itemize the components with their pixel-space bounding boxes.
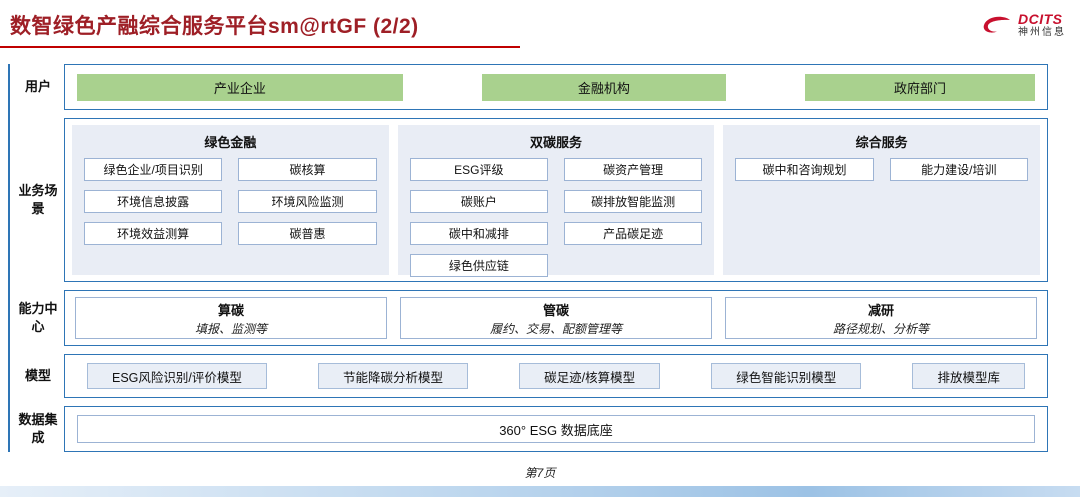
row-label-capabilities: 能力中心 [18, 301, 58, 334]
page-title: 数智绿色产融综合服务平台sm@rtGF (2/2) [10, 15, 419, 38]
user-group-government: 政府部门 [805, 73, 1035, 101]
capability-desc: 填报、监测等 [194, 321, 267, 336]
capability-desc: 路径规划、分析等 [832, 321, 929, 336]
model-item: ESG风险识别/评价模型 [87, 363, 267, 389]
capability-calc-carbon: 算碳 填报、监测等 [75, 297, 387, 339]
scenario-item: 绿色供应链 [409, 254, 548, 277]
title-underline [0, 46, 520, 48]
scenario-item: 能力建设/培训 [889, 158, 1029, 181]
scenario-item: 绿色企业/项目识别 [84, 158, 223, 181]
row-models: 模型 ESG风险识别/评价模型 节能降碳分析模型 碳足迹/核算模型 绿色智能识别… [12, 354, 1048, 398]
scenario-grid: ESG评级 碳资产管理 碳账户 碳排放智能监测 碳中和减排 产品碳足迹 绿色供应… [409, 158, 703, 277]
data-base-item: 360° ESG 数据底座 [77, 415, 1035, 443]
user-group-industry: 产业企业 [77, 73, 403, 101]
scenario-item: 碳中和减排 [409, 222, 548, 245]
model-item: 绿色智能识别模型 [711, 363, 862, 389]
logo-swoosh-icon [983, 16, 1010, 33]
row-label-models: 模型 [24, 368, 51, 384]
logo-text-block: DCITS 神州信息 [1018, 11, 1066, 39]
capabilities-container: 算碳 填报、监测等 管碳 履约、交易、配额管理等 减研 路径规划、分析等 [64, 290, 1048, 346]
scenario-item: 碳核算 [238, 158, 377, 181]
users-container: 产业企业 金融机构 政府部门 [64, 64, 1048, 110]
scenario-item: 碳资产管理 [564, 158, 703, 181]
model-item: 碳足迹/核算模型 [519, 363, 661, 389]
capability-title: 算碳 [217, 302, 244, 318]
page-number: 第7页 [524, 466, 556, 480]
row-users: 用户 产业企业 金融机构 政府部门 [12, 64, 1048, 110]
scenario-column-green-finance: 绿色金融 绿色企业/项目识别 碳核算 环境信息披露 环境风险监测 环境效益测算 … [72, 125, 389, 275]
scenario-column-title: 绿色金融 [204, 135, 257, 150]
logo-brand-text: DCITS [1018, 11, 1063, 27]
capability-title: 管碳 [542, 302, 569, 318]
capability-manage-carbon: 管碳 履约、交易、配额管理等 [400, 297, 712, 339]
logo-sub-text: 神州信息 [1018, 27, 1066, 39]
capability-desc: 履约、交易、配额管理等 [489, 321, 622, 336]
row-label-scenarios: 业务场景 [18, 183, 58, 216]
row-capabilities: 能力中心 算碳 填报、监测等 管碳 履约、交易、配额管理等 减研 路径规划、分析… [12, 290, 1048, 346]
scenario-item: 环境信息披露 [84, 190, 223, 213]
scenarios-container: 绿色金融 绿色企业/项目识别 碳核算 环境信息披露 环境风险监测 环境效益测算 … [64, 118, 1048, 282]
user-group-finance: 金融机构 [481, 73, 727, 101]
brand-logo: DCITS 神州信息 [979, 11, 1066, 39]
bottom-gradient-bar [0, 486, 1080, 497]
scenario-item: 环境效益测算 [84, 222, 223, 245]
scenario-grid: 碳中和咨询规划 能力建设/培训 [735, 158, 1029, 181]
capability-reduce-research: 减研 路径规划、分析等 [725, 297, 1037, 339]
row-label-data-integration: 数据集成 [18, 412, 58, 445]
scenario-item: 碳中和咨询规划 [735, 158, 874, 181]
capability-title: 减研 [867, 302, 894, 318]
scenario-column-title: 综合服务 [855, 135, 908, 150]
model-item: 节能降碳分析模型 [318, 363, 469, 389]
scenario-grid: 绿色企业/项目识别 碳核算 环境信息披露 环境风险监测 环境效益测算 碳普惠 [84, 158, 377, 245]
scenario-item: 碳普惠 [238, 222, 377, 245]
model-item: 排放模型库 [912, 363, 1025, 389]
row-label-users: 用户 [24, 79, 51, 95]
row-scenarios: 业务场景 绿色金融 绿色企业/项目识别 碳核算 环境信息披露 环境风险监测 环境… [12, 118, 1048, 282]
row-data-integration: 数据集成 360° ESG 数据底座 [12, 406, 1048, 452]
scenario-item: 碳排放智能监测 [564, 190, 703, 213]
scenario-item: 环境风险监测 [238, 190, 377, 213]
scenario-column-dual-carbon: 双碳服务 ESG评级 碳资产管理 碳账户 碳排放智能监测 碳中和减排 产品碳足迹… [397, 125, 715, 277]
scenario-column-title: 双碳服务 [530, 135, 583, 150]
scenario-column-comprehensive: 综合服务 碳中和咨询规划 能力建设/培训 [723, 125, 1041, 275]
models-container: ESG风险识别/评价模型 节能降碳分析模型 碳足迹/核算模型 绿色智能识别模型 … [64, 354, 1048, 398]
scenario-item: ESG评级 [409, 158, 548, 181]
scenario-item: 产品碳足迹 [564, 222, 703, 245]
architecture-diagram: 用户 产业企业 金融机构 政府部门 业务场景 绿色金融 绿色企业/项目识别 碳核… [8, 64, 1048, 452]
scenario-item: 碳账户 [409, 190, 548, 213]
data-integration-container: 360° ESG 数据底座 [64, 406, 1048, 452]
